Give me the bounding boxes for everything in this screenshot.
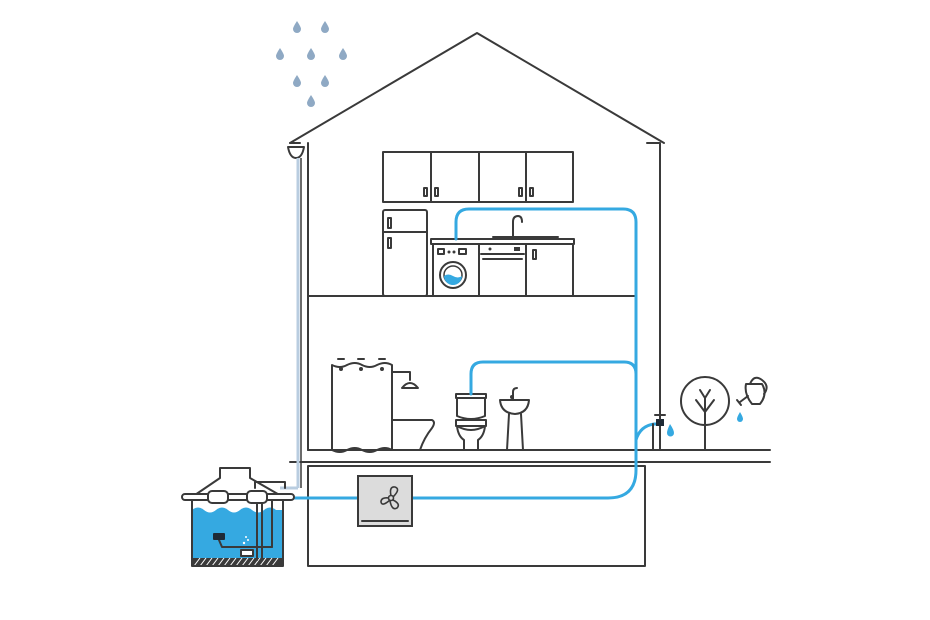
bathtub-icon — [391, 419, 435, 451]
kitchen-cabinets-icon — [382, 151, 574, 203]
rain-drops-icon — [276, 21, 347, 107]
pump-unit-icon — [357, 475, 413, 527]
basin-icon — [499, 387, 530, 451]
rain-drop — [307, 48, 315, 60]
tree-icon — [680, 376, 730, 451]
watering-can-icon — [736, 376, 768, 422]
rain-drop — [293, 75, 301, 87]
washing-machine-icon — [432, 243, 480, 297]
rain-drop — [321, 21, 329, 33]
outdoor-tap-icon — [652, 414, 674, 451]
rain-drop — [339, 48, 347, 60]
kitchen-sink-icon — [492, 215, 574, 297]
rain-drop — [321, 75, 329, 87]
dishwasher-icon — [478, 243, 527, 297]
downpipe-icon — [280, 158, 302, 490]
shower-head-icon — [391, 371, 419, 389]
toilet-icon — [455, 393, 487, 451]
rainwater-tank-icon — [181, 467, 295, 567]
rain-drop — [276, 48, 284, 60]
rain-drop — [307, 95, 315, 107]
gutter-icon — [287, 146, 305, 159]
fridge-icon — [382, 209, 428, 297]
rain-drop — [293, 21, 301, 33]
shower-curtain-icon — [331, 358, 393, 453]
